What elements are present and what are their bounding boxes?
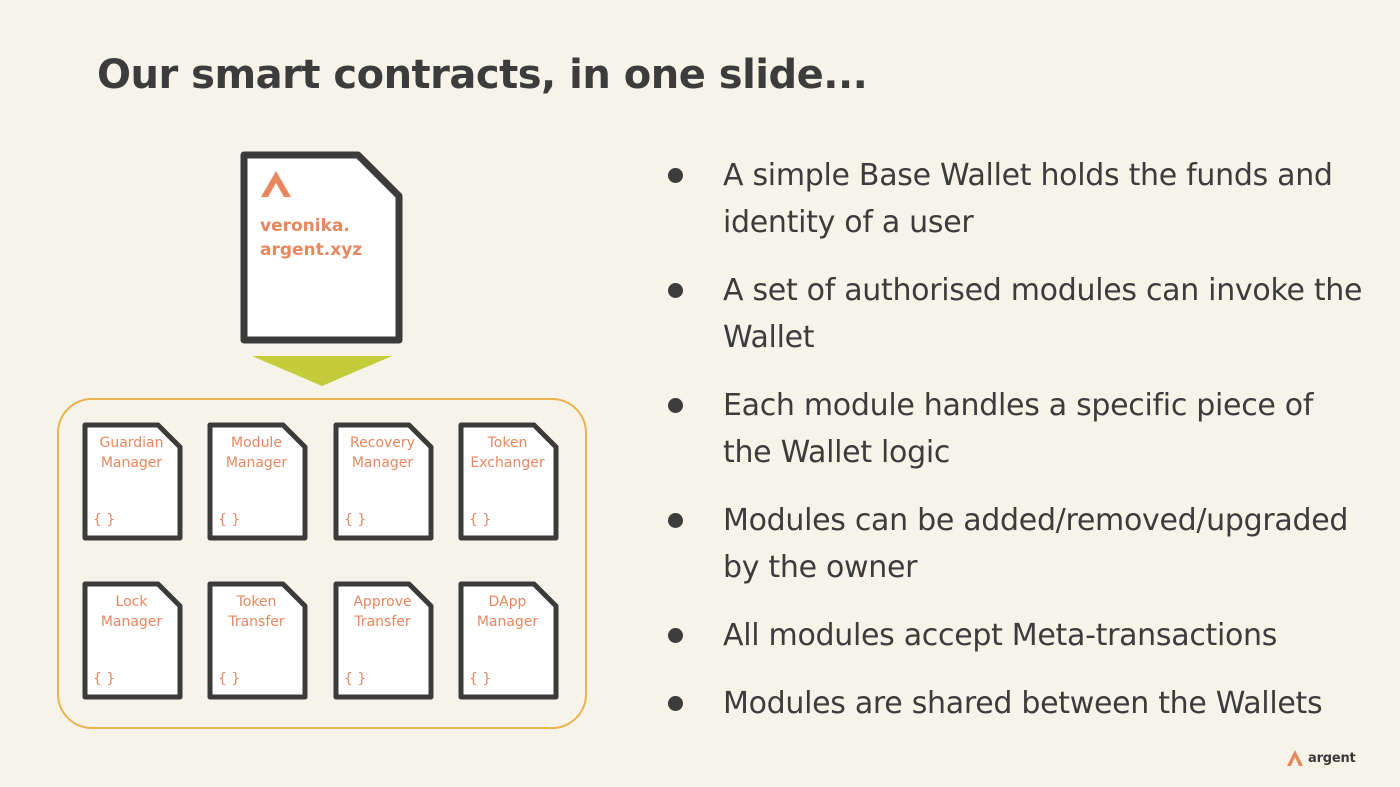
module-card-outline [82,422,183,541]
bullet-dot [668,513,683,528]
bullet-dot [668,696,683,711]
module-name-line1: Token [236,594,277,610]
module-name-line1: DApp [489,594,527,610]
bullet-text: A set of authorised modules can invoke t… [723,273,1363,355]
wallet-address-line2: argent.xyz [260,240,362,260]
module-name-line1: Guardian [99,435,163,451]
code-braces-icon: { } [469,512,491,528]
modules-container [57,398,587,729]
bullet-text: Each module handles a specific piece of … [723,388,1314,470]
module-name-line2: Manager [226,455,288,471]
bullet-dot [668,168,683,183]
brand-name: argent [1308,750,1356,766]
code-braces-icon: { } [93,671,115,687]
module-name-line1: Token [487,435,528,451]
wallet-address-line1: veronika. [260,216,350,236]
code-braces-icon: { } [218,512,240,528]
bullet-item: A set of authorised modules can invoke t… [668,267,1368,361]
slide-title: Our smart contracts, in one slide... [97,52,868,98]
base-wallet-document: veronika. argent.xyz [240,151,403,344]
code-braces-icon: { } [469,671,491,687]
code-braces-icon: { } [218,671,240,687]
module-name-line2: Manager [352,455,414,471]
module-name-line1: Recovery [350,435,415,451]
bullet-item: A simple Base Wallet holds the funds and… [668,152,1368,246]
bullet-list: A simple Base Wallet holds the funds and… [668,152,1368,748]
bullet-item: All modules accept Meta-transactions [668,612,1368,659]
code-braces-icon: { } [93,512,115,528]
argent-logo-icon [1287,750,1303,766]
module-card-outline [458,581,559,700]
module-name-line2: Manager [101,614,163,630]
module-name-line1: Approve [353,594,411,610]
module-name-line2: Manager [101,455,163,471]
bullet-text: All modules accept Meta-transactions [723,618,1278,653]
module-card-outline [207,422,308,541]
bullet-text: A simple Base Wallet holds the funds and… [723,158,1333,240]
module-name-line2: Transfer [227,614,285,630]
module-name-line2: Manager [477,614,539,630]
code-braces-icon: { } [344,512,366,528]
bullet-text: Modules can be added/removed/upgraded by… [723,503,1349,585]
bullet-item: Modules can be added/removed/upgraded by… [668,497,1368,591]
module-name-line1: Module [231,435,282,451]
module-card-outline [333,422,434,541]
code-braces-icon: { } [344,671,366,687]
bullet-item: Modules are shared between the Wallets [668,680,1368,727]
module-name-line2: Transfer [353,614,411,630]
bullet-text: Modules are shared between the Wallets [723,686,1323,721]
module-card-outline [458,422,559,541]
argent-logo-icon [261,171,291,197]
bullet-dot [668,283,683,298]
bullet-dot [668,398,683,413]
module-card-outline [333,581,434,700]
module-name-line1: Lock [116,594,149,610]
module-card-outline [82,581,183,700]
down-arrow [252,356,392,386]
bullet-item: Each module handles a specific piece of … [668,382,1368,476]
module-card-outline [207,581,308,700]
bullet-dot [668,628,683,643]
footer-logo: argent [1286,748,1356,768]
module-name-line2: Exchanger [470,455,544,471]
